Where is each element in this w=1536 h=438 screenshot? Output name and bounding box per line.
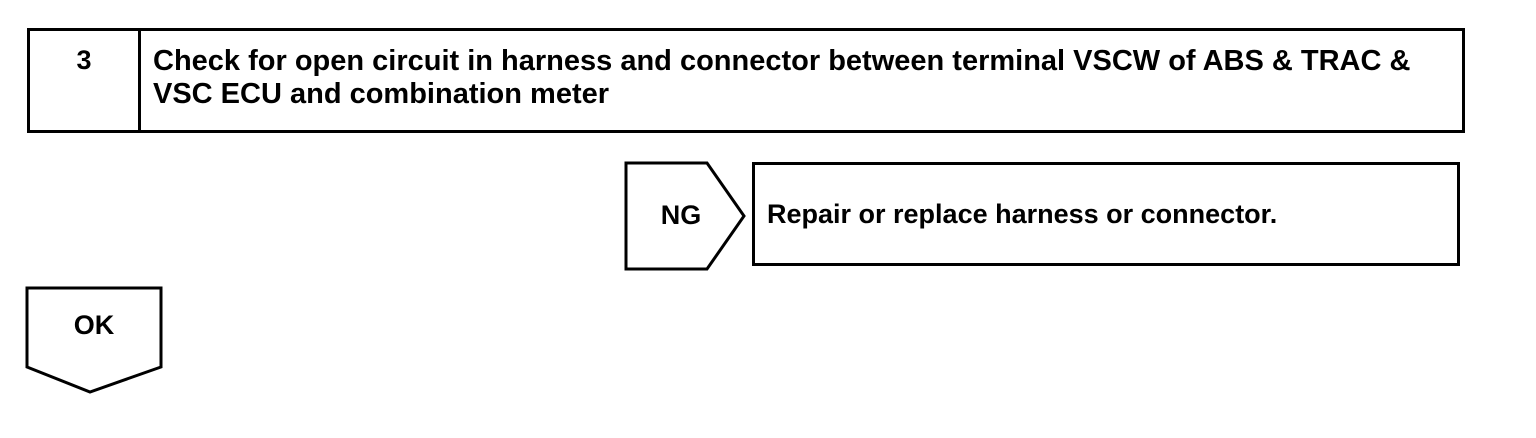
step-title: Check for open circuit in harness and co… xyxy=(153,45,1411,110)
ok-label: OK xyxy=(73,310,115,340)
step-number: 3 xyxy=(30,31,141,130)
ok-arrow-shape xyxy=(25,286,163,394)
ng-arrow-shape xyxy=(624,161,746,271)
ng-label: NG xyxy=(660,200,702,230)
ng-action-box: Repair or replace harness or connector. xyxy=(752,162,1460,266)
ng-action-text: Repair or replace harness or connector. xyxy=(767,198,1278,229)
step-box: 3 Check for open circuit in harness and … xyxy=(27,28,1465,133)
